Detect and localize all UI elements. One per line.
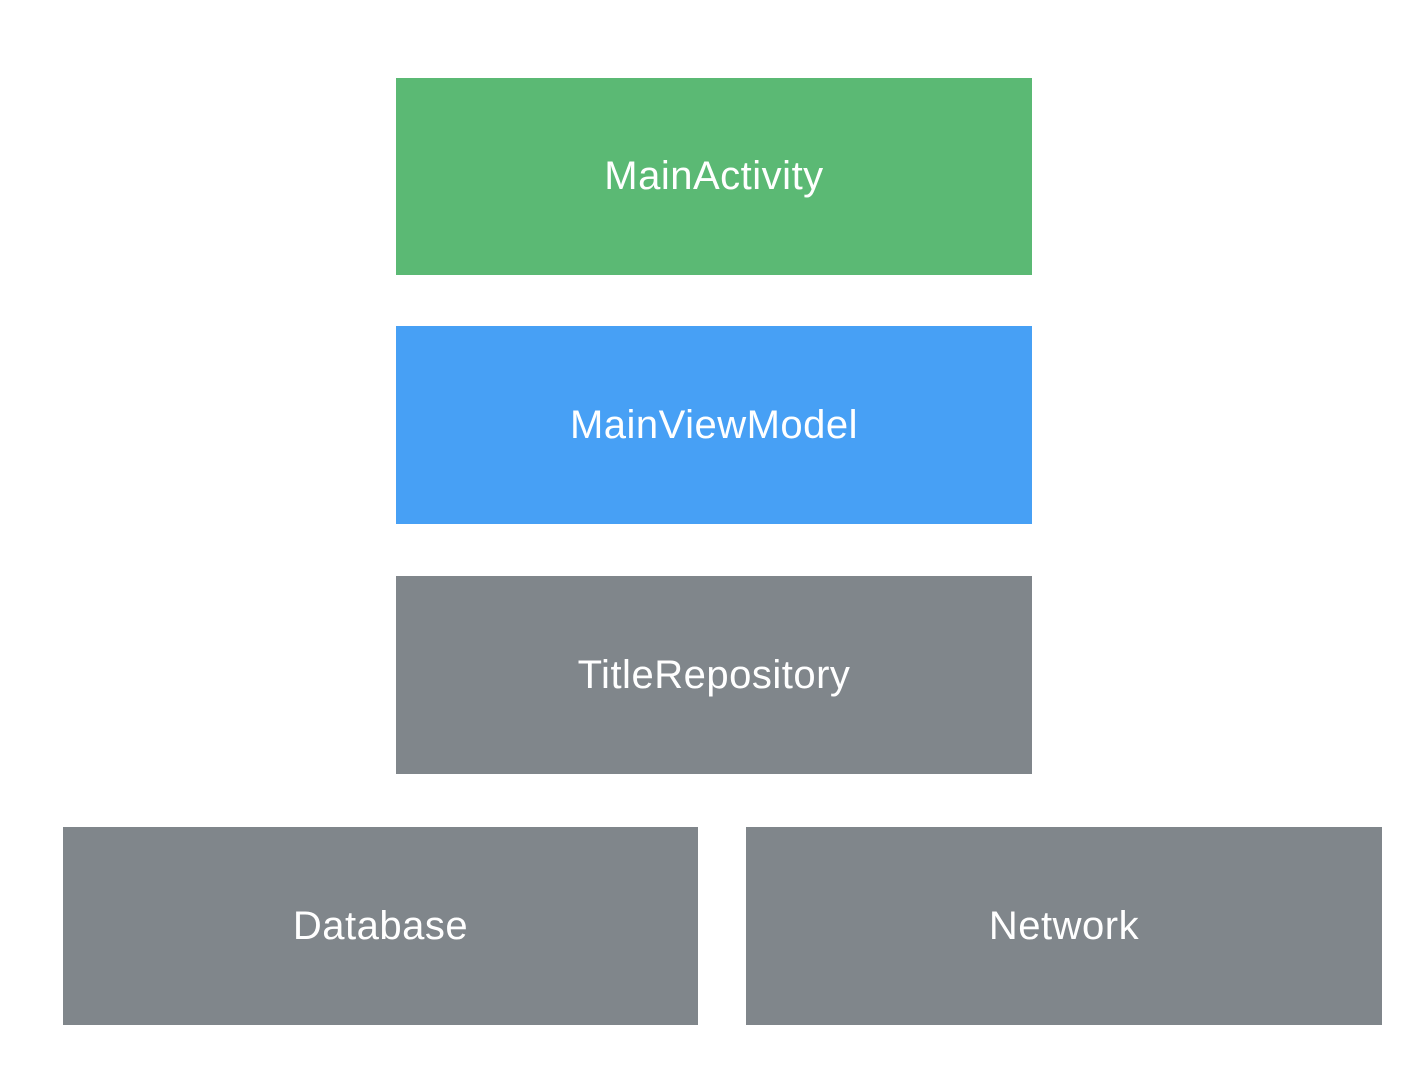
node-network: Network <box>746 827 1382 1025</box>
node-network-label: Network <box>988 903 1140 948</box>
node-main-activity: MainActivity <box>396 78 1032 275</box>
node-main-activity-label: MainActivity <box>604 154 824 198</box>
node-main-view-model-label: MainViewModel <box>569 402 859 447</box>
node-main-view-model: MainViewModel <box>396 326 1032 524</box>
node-database: Database <box>63 827 698 1025</box>
node-database-label: Database <box>292 903 469 948</box>
node-title-repository: TitleRepository <box>396 576 1032 774</box>
node-title-repository-label: TitleRepository <box>577 652 851 697</box>
